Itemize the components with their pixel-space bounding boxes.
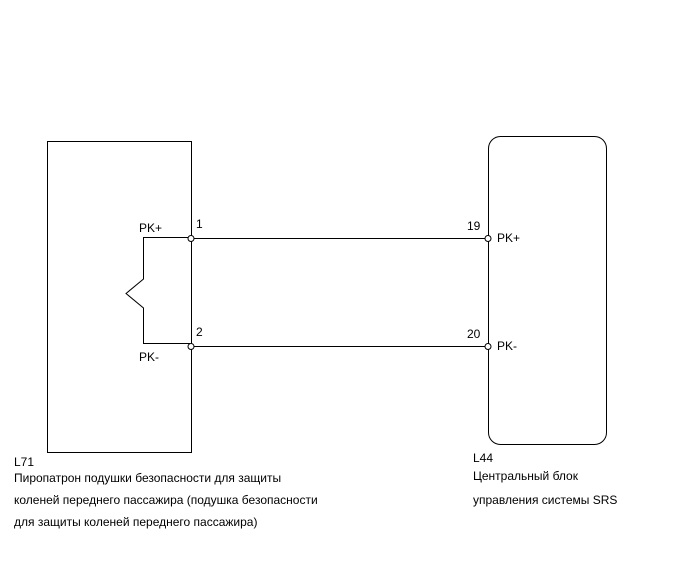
- terminal-left-pin-1: [187, 235, 195, 242]
- srs-ecu-box: [488, 136, 607, 445]
- left-pin-1-number: 1: [196, 217, 203, 231]
- terminal-right-pin-20: [484, 343, 492, 350]
- left-pin-1-signal: PK+: [139, 221, 162, 235]
- right-component-name-line-2: управления системы SRS: [473, 493, 618, 507]
- right-pin-19-signal: PK+: [497, 231, 520, 245]
- squib-box: [47, 141, 192, 453]
- right-pin-20-number: 20: [467, 327, 481, 341]
- terminal-right-pin-19: [484, 235, 492, 242]
- terminal-left-pin-2: [187, 343, 195, 350]
- right-component-code: L44: [473, 451, 494, 465]
- left-pin-2-signal: PK-: [139, 350, 159, 364]
- left-component-name-line-3: для защиты коленей переднего пассажира): [14, 515, 258, 529]
- left-component-code: L71: [14, 455, 35, 469]
- right-component-name-line-1: Центральный блок: [473, 469, 578, 483]
- left-component-name-line-2: коленей переднего пассажира (подушка без…: [14, 493, 318, 507]
- squib-symbol: [125, 237, 190, 344]
- left-component-name-line-1: Пиропатрон подушки безопасности для защи…: [14, 471, 282, 485]
- right-pin-20-signal: PK-: [497, 339, 517, 353]
- right-pin-19-number: 19: [467, 219, 481, 233]
- left-pin-2-number: 2: [196, 325, 203, 339]
